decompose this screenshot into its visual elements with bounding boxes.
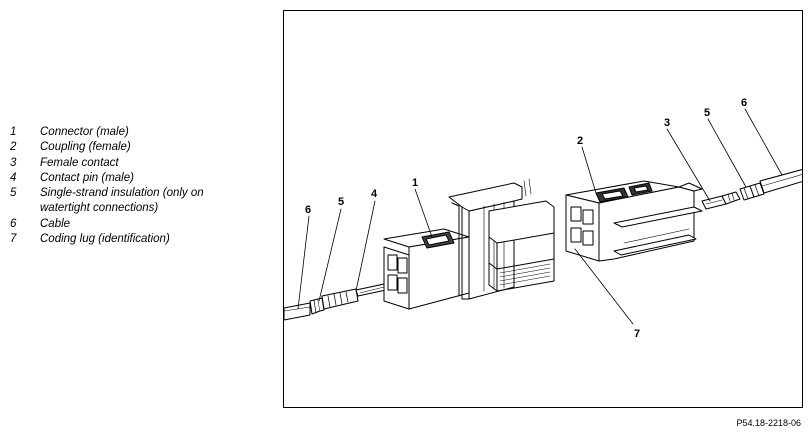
leader-line-5-left	[318, 208, 342, 302]
callout-6-right: 6	[741, 97, 747, 109]
legend-label: Cable	[40, 217, 71, 230]
leader-line-6-left	[297, 215, 310, 310]
right-insulation	[739, 182, 765, 201]
legend-item-5: 5 Single-strand insulation (only on wate…	[10, 186, 250, 217]
connector-illustration-frame: 1 2 3 4 5 5 6 6 7	[283, 10, 803, 408]
leader-line-4	[355, 200, 376, 292]
legend-number: 4	[10, 171, 17, 184]
callout-5-right: 5	[704, 107, 710, 119]
legend-item-2: 2 Coupling (female)	[10, 140, 250, 155]
legend-label: Coding lug (identification)	[40, 233, 170, 246]
right-cable	[759, 169, 802, 194]
callout-3: 3	[664, 117, 670, 129]
callout-6-left: 6	[305, 204, 311, 216]
legend: 1 Connector (male) 2 Coupling (female) 3…	[10, 125, 250, 247]
callout-5-left: 5	[338, 196, 344, 208]
legend-number: 2	[10, 141, 17, 154]
legend-label: Coupling (female)	[40, 141, 131, 154]
callout-7: 7	[634, 328, 640, 340]
legend-number: 6	[10, 217, 17, 230]
left-cable	[284, 302, 311, 321]
legend-label: Contact pin (male)	[40, 171, 134, 184]
legend-item-4: 4 Contact pin (male)	[10, 171, 250, 186]
leader-line-6-right	[744, 108, 783, 176]
callout-4: 4	[371, 188, 378, 200]
male-connector	[383, 178, 555, 310]
leader-lines	[297, 108, 783, 325]
legend-number: 5	[10, 187, 17, 200]
connector-illustration: 1 2 3 4 5 5 6 6 7	[284, 97, 802, 340]
female-coupling	[565, 180, 703, 262]
legend-number: 7	[10, 233, 17, 246]
left-insulation	[309, 297, 325, 315]
right-female-contact	[701, 191, 741, 210]
leader-line-2	[581, 146, 597, 194]
legend-item-7: 7 Coding lug (identification)	[10, 232, 250, 247]
leader-line-3	[666, 128, 711, 202]
leader-line-1	[414, 188, 433, 238]
leader-line-5-right	[707, 118, 747, 188]
legend-number: 1	[10, 126, 17, 138]
legend-item-1: 1 Connector (male)	[10, 125, 250, 140]
legend-item-3: 3 Female contact	[10, 156, 250, 171]
callout-1: 1	[412, 177, 418, 189]
legend-number: 3	[10, 156, 17, 169]
leader-line-7	[574, 248, 634, 325]
figure-reference-code: P54.18-2218-06	[736, 418, 801, 428]
legend-label: Single-strand insulation (only on watert…	[40, 187, 204, 215]
legend-label: Female contact	[40, 156, 119, 169]
left-contact-pin	[321, 283, 387, 310]
callout-2: 2	[577, 135, 583, 147]
legend-label: Connector (male)	[40, 126, 129, 138]
legend-item-6: 6 Cable	[10, 217, 250, 232]
